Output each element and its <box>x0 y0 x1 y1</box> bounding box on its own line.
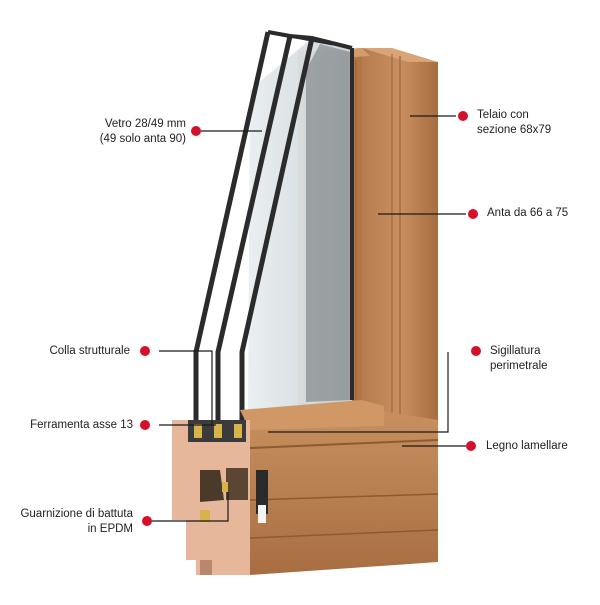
label-glass-line1: Vetro 28/49 mm <box>104 118 186 130</box>
label-glass-line2: (49 solo anta 90) <box>99 133 186 145</box>
label-glue-line1: Colla strutturale <box>49 345 130 357</box>
callout-dot-glass <box>191 126 201 136</box>
label-frame-line2: sezione 68x79 <box>477 124 552 136</box>
label-sash-line1: Anta da 66 a 75 <box>487 207 569 219</box>
label-frame-line1: Telaio con <box>477 109 529 121</box>
label-hardware: Ferramenta asse 13 <box>30 418 133 433</box>
label-wood: Legno lamellare <box>486 439 568 454</box>
profile-section <box>172 420 268 575</box>
label-glass: Vetro 28/49 mm (49 solo anta 90) <box>100 117 186 147</box>
label-glue: Colla strutturale <box>49 344 130 359</box>
callout-dot-wood <box>466 441 476 451</box>
bottom-rail <box>240 400 439 575</box>
callout-dot-glue <box>140 346 150 356</box>
label-seal-line2: perimetrale <box>490 360 548 372</box>
callout-dot-frame <box>458 111 468 121</box>
callout-dot-gasket <box>142 516 152 526</box>
label-gasket-line1: Guarnizione di battuta <box>20 508 133 520</box>
label-seal: Sigillatura perimetrale <box>490 344 548 374</box>
label-gasket-line2: in EPDM <box>87 523 133 535</box>
callout-dot-seal <box>471 346 481 356</box>
leader-lines <box>152 115 466 522</box>
label-hardware-line1: Ferramenta asse 13 <box>30 419 133 431</box>
label-seal-line1: Sigillatura <box>490 345 541 357</box>
label-wood-line1: Legno lamellare <box>486 440 568 452</box>
label-frame: Telaio con sezione 68x79 <box>477 108 551 138</box>
callout-dot-sash <box>468 209 478 219</box>
glass-unit <box>193 30 354 420</box>
label-sash: Anta da 66 a 75 <box>487 206 568 221</box>
callout-dot-hardware <box>140 420 150 430</box>
label-gasket: Guarnizione di battuta in EPDM <box>20 507 133 537</box>
